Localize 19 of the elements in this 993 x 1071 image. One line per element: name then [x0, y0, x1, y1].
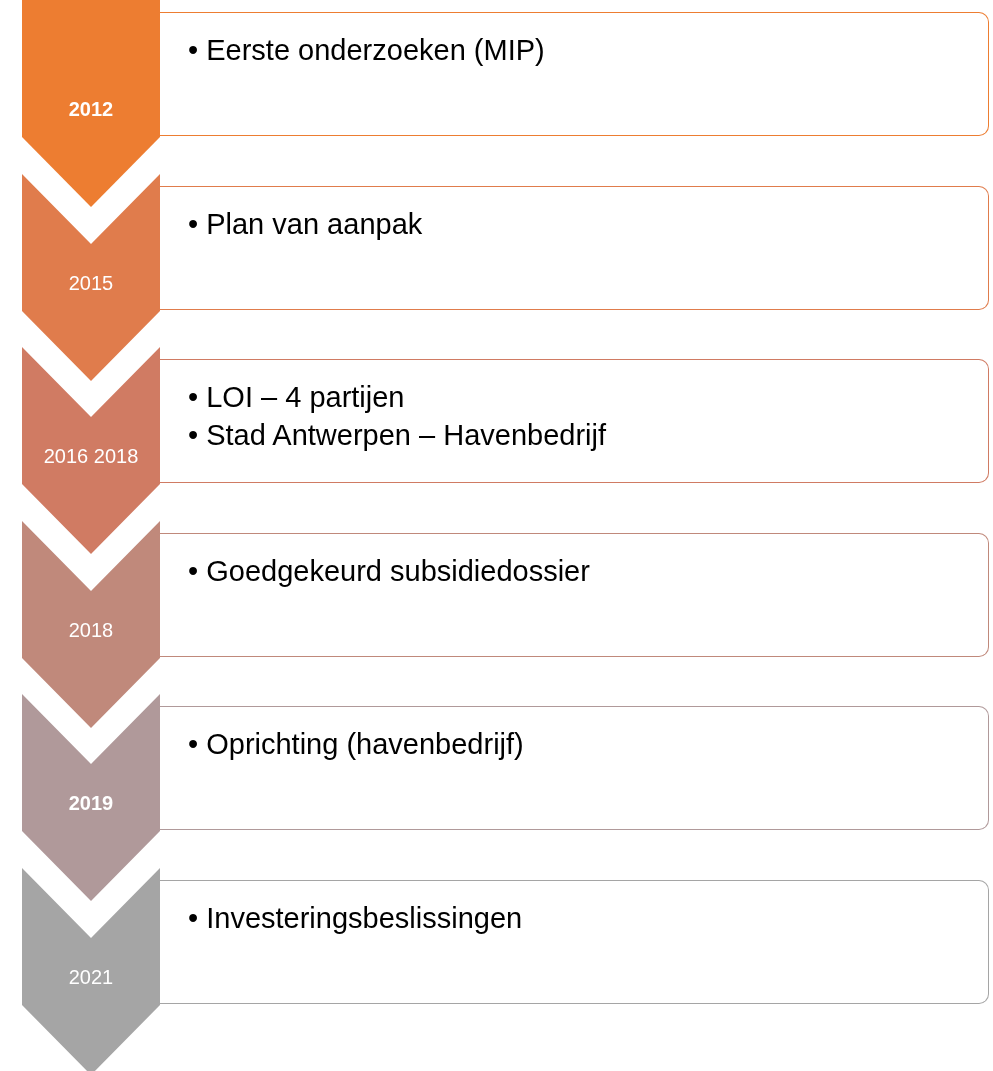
text-box: [160, 185, 989, 310]
year-label: 2015: [67, 271, 115, 295]
bullet-text: • Eerste onderzoeken (MIP): [187, 33, 546, 68]
year-label: 2018: [67, 618, 115, 642]
text-box: [160, 532, 989, 657]
text-box: [160, 879, 989, 1004]
year-label: 2016 2018: [42, 445, 140, 468]
text-box: [160, 12, 989, 136]
bullet-text: • Stad Antwerpen – Havenbedrijf: [187, 418, 608, 453]
bullet-text: • LOI – 4 partijen: [187, 380, 406, 415]
bullet-text: • Plan van aanpak: [187, 206, 424, 242]
year-label: 2021: [67, 965, 115, 989]
bullet-text: • Goedgekeurd subsidiedossier: [187, 553, 591, 589]
bullet-text: • Oprichting (havenbedrijf): [187, 727, 525, 762]
text-box: [160, 706, 989, 830]
text-box: [160, 359, 989, 483]
bullet-text: • Investeringsbeslissingen: [187, 900, 524, 936]
year-label: 2012: [67, 98, 115, 121]
year-label: 2019: [67, 792, 115, 815]
